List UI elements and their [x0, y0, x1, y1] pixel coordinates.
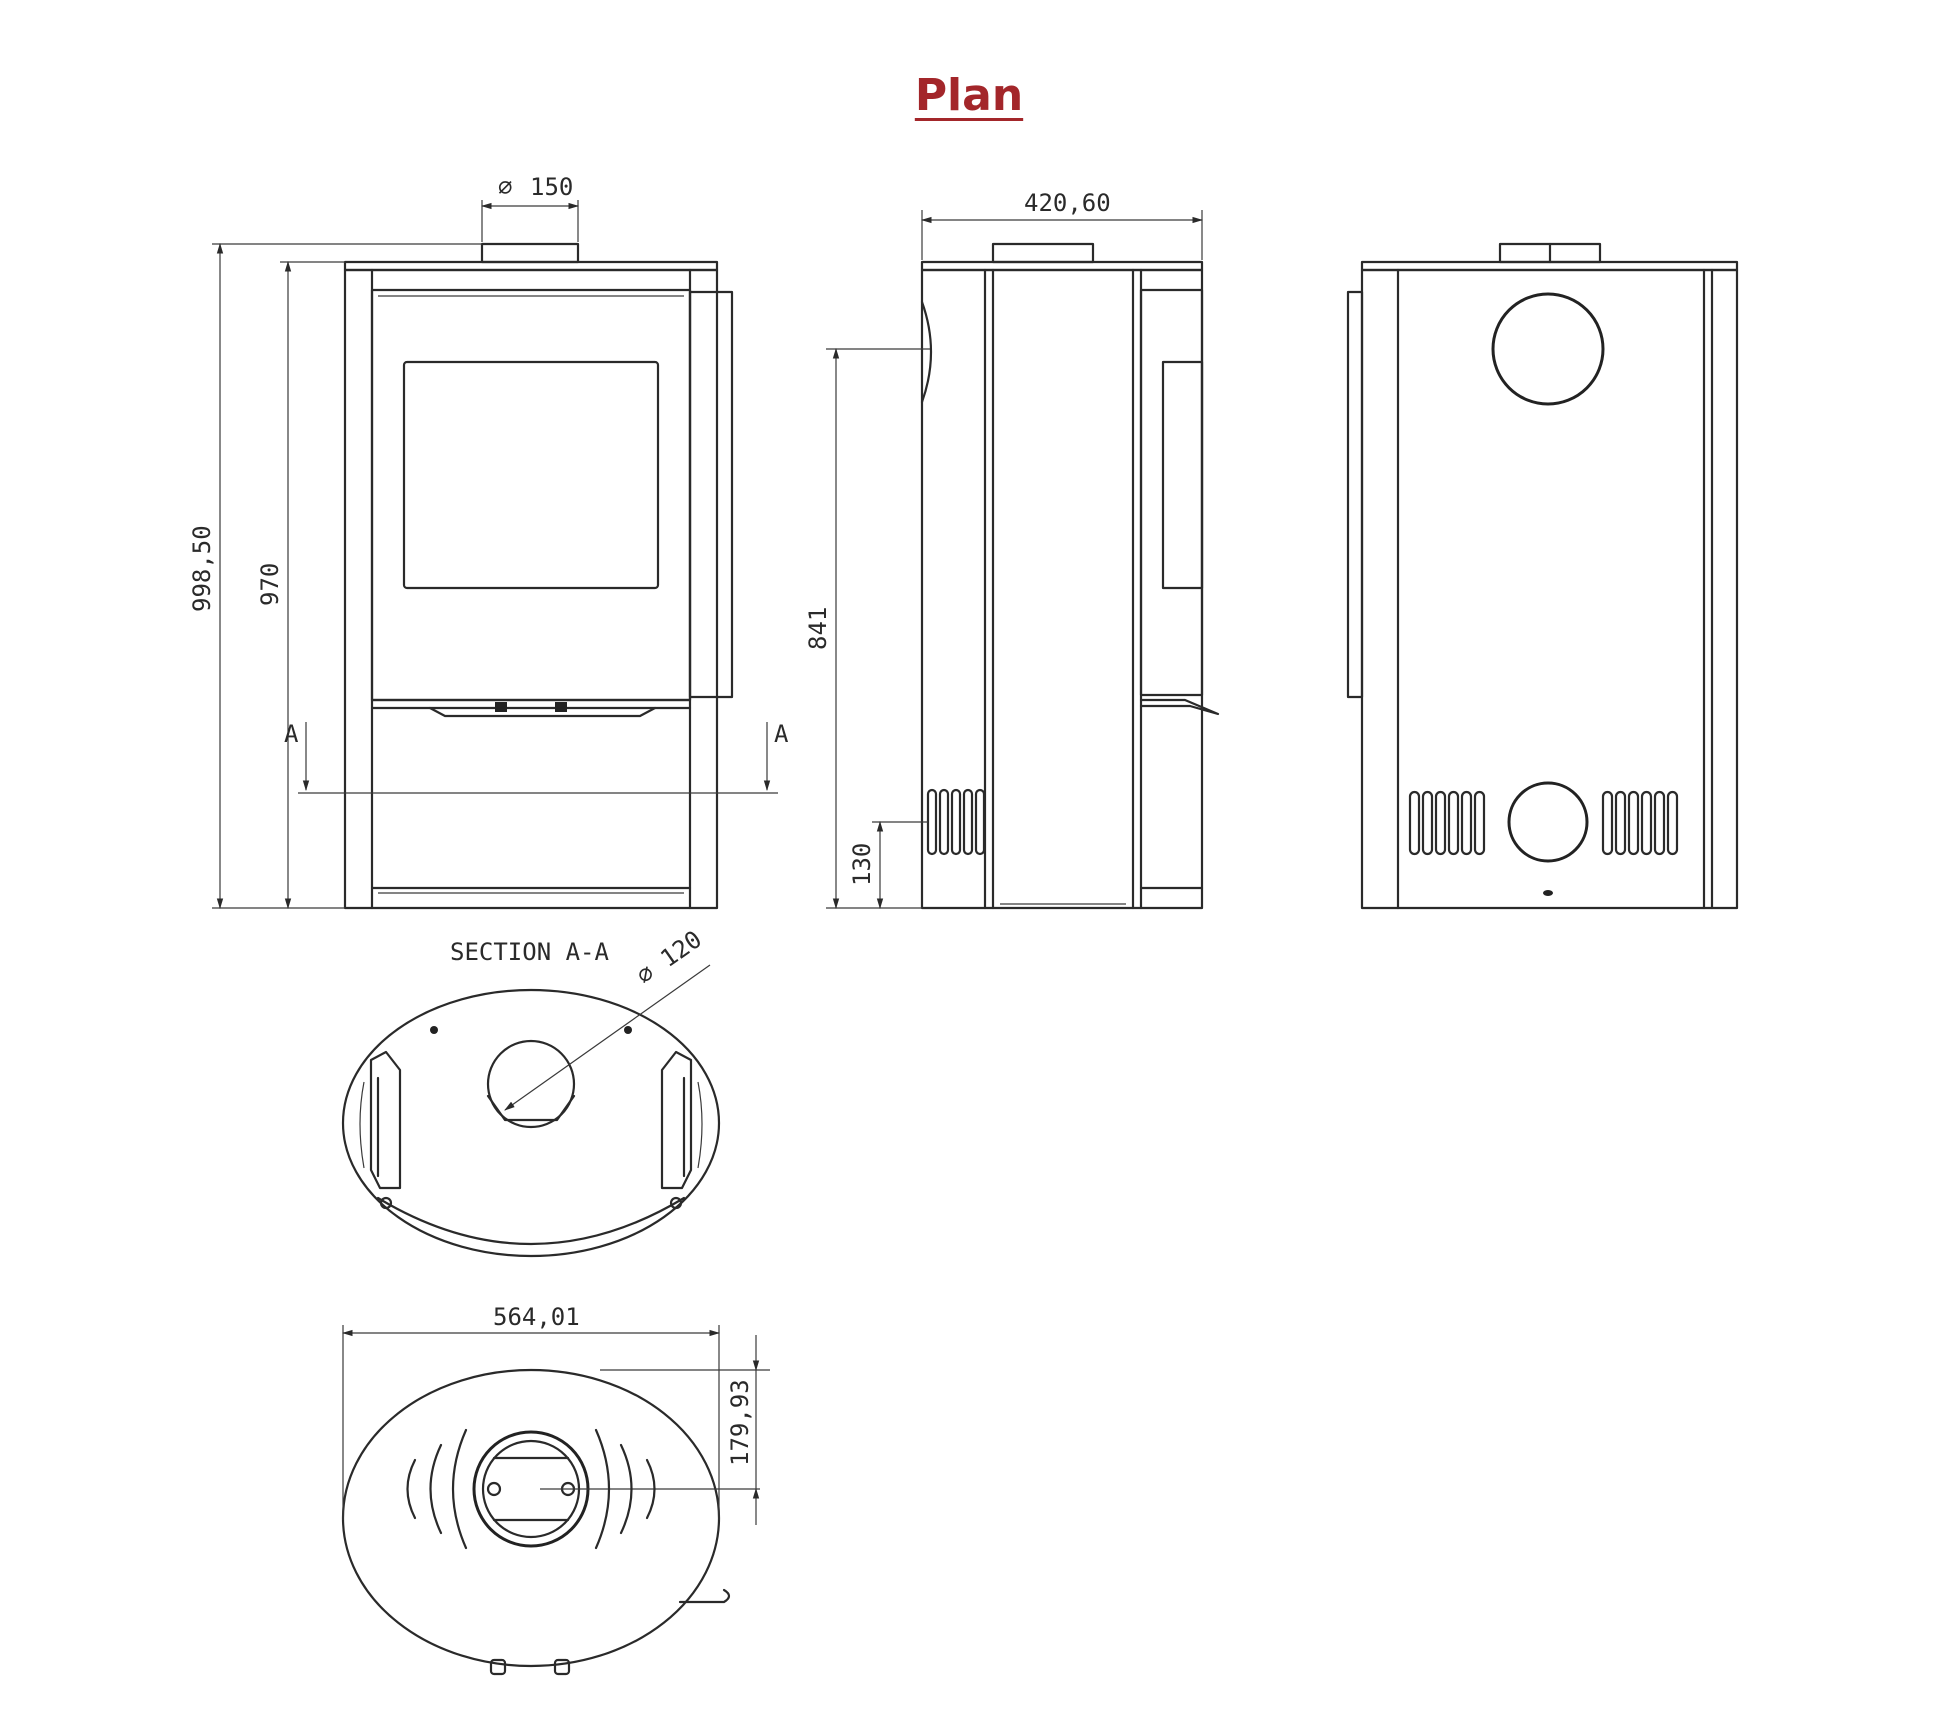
- side-view: 420,60 841 130: [804, 189, 1220, 910]
- dim-body-height: 970: [256, 563, 284, 606]
- dim-flue-diameter: 150: [530, 173, 573, 201]
- section-mark-right: A: [774, 720, 789, 748]
- rear-louvres-right: [1601, 790, 1679, 856]
- top-view: 564,01 179,93: [341, 1303, 770, 1676]
- page-title: Plan: [914, 70, 1024, 121]
- dim-rear-outlet-height: 841: [804, 607, 832, 650]
- section-a-a: SECTION A-A ∅ 120: [341, 925, 721, 1258]
- dim-flue-offset-depth: 179,93: [726, 1379, 754, 1466]
- side-air-louvres: [926, 788, 986, 856]
- dim-section-air-diameter: 120: [655, 925, 707, 973]
- dim-section-air-diameter-symbol: ∅: [631, 959, 659, 990]
- dim-air-inlet-height: 130: [848, 843, 876, 886]
- dim-top-width: 564,01: [493, 1303, 580, 1331]
- dim-overall-height: 998,50: [188, 525, 216, 612]
- rear-louvres-left: [1408, 790, 1486, 856]
- section-title: SECTION A-A: [450, 938, 609, 966]
- rear-view: [1346, 242, 1739, 910]
- dim-side-width: 420,60: [1024, 189, 1111, 217]
- dim-flue-diameter-symbol: ∅: [498, 173, 512, 201]
- front-view: ∅ 150 998,50 970 A A: [188, 173, 789, 910]
- section-mark-left: A: [284, 720, 299, 748]
